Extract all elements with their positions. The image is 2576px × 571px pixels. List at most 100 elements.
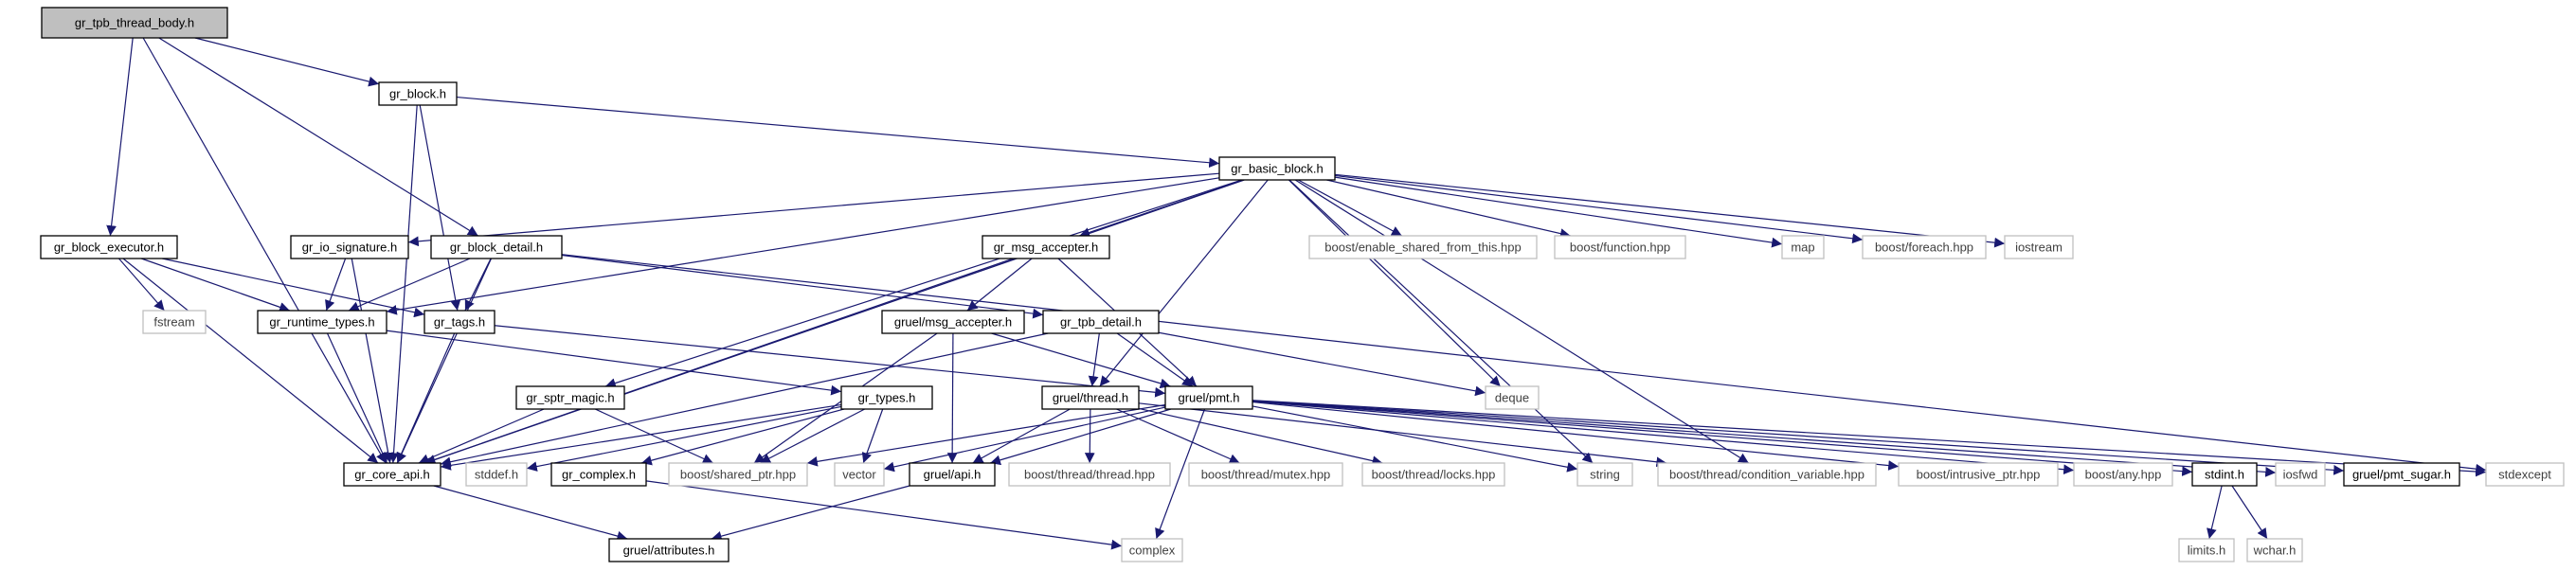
node-label: boost/intrusive_ptr.hpp [1917,468,2041,482]
dependency-edge [1252,401,2075,475]
header-file-node[interactable]: gr_complex.h [550,462,647,487]
node-label: gruel/api.h [924,468,982,482]
header-file-node[interactable]: gruel/pmt.h [1164,385,1253,410]
external-include-node: deque [1485,385,1540,410]
dependency-edge [1288,179,1502,387]
dependency-edge [1138,402,1667,468]
node-label: gr_basic_block.h [1231,162,1324,176]
node-box [1862,235,1987,259]
header-file-node[interactable]: gr_io_signature.h [290,235,409,259]
header-file-node[interactable]: gr_runtime_types.h [257,310,387,334]
node-box [2191,462,2258,487]
external-include-node: fstream [142,310,207,334]
node-box [1781,235,1825,259]
dependency-edge [194,37,380,87]
header-file-node[interactable]: gruel/msg_accepter.h [881,310,1025,334]
dependency-edge [162,258,425,318]
dependency-edge [1252,400,2487,477]
header-file-node[interactable]: gr_tpb_detail.h [1042,310,1160,334]
external-include-node: complex [1121,538,1183,562]
external-include-node: vector [834,462,885,487]
node-box [1164,385,1253,410]
header-file-node[interactable]: gr_block_executor.h [40,235,178,259]
header-file-node[interactable]: gr_sptr_magic.h [515,385,625,410]
node-box [2343,462,2460,487]
dependency-edge [1138,407,1383,466]
header-file-node[interactable]: gruel/pmt_sugar.h [2343,462,2460,487]
dependency-edge [1288,179,1594,464]
node-box [2246,538,2303,562]
node-box [343,462,441,487]
header-file-node[interactable]: gruel/api.h [909,462,996,487]
external-include-node: boost/any.hpp [2073,462,2173,487]
header-file-node[interactable]: gr_msg_accepter.h [982,235,1110,259]
node-label: boost/shared_ptr.hpp [680,468,796,482]
dependency-edge [440,403,842,471]
node-label: gr_sptr_magic.h [526,391,614,405]
node-label: gr_core_api.h [354,468,430,482]
dependency-edge [861,408,884,464]
external-include-node: boost/function.hpp [1554,235,1686,259]
external-include-node: boost/thread/mutex.hpp [1188,462,1343,487]
dependency-edge [1252,401,1900,471]
node-box [290,235,409,259]
dependency-edge [386,330,842,396]
external-include-node: stdexcept [2485,462,2565,487]
header-file-node[interactable]: gr_basic_block.h [1218,156,1336,181]
node-box [834,462,885,487]
dependency-edge [1088,332,1100,387]
node-box [2073,462,2173,487]
node-box [378,81,458,106]
dependency-edge [396,258,493,464]
dependency-edge [946,332,958,464]
node-label: iosfwd [2283,468,2318,482]
dependency-edge [972,408,1071,464]
header-file-node[interactable]: gruel/thread.h [1041,385,1140,410]
node-box [2004,235,2074,259]
header-file-node[interactable]: gr_tags.h [423,310,495,334]
node-label: gr_runtime_types.h [269,315,374,330]
external-include-node: wchar.h [2246,538,2303,562]
node-label: string [1590,468,1620,482]
dependency-edge [158,37,478,237]
node-box [1554,235,1686,259]
dependency-edge [1158,331,1486,397]
dependency-edge [1155,408,1206,540]
node-label: boost/function.hpp [1570,241,1670,255]
dependency-edge [388,104,418,464]
node-label: gr_complex.h [562,468,636,482]
dependency-edge [1252,400,2193,477]
dependency-edge [433,485,628,542]
node-label: gr_tpb_detail.h [1060,315,1142,330]
node-box [1041,385,1140,410]
dependency-edge [351,258,394,464]
dependency-edge [645,480,1123,550]
header-file-node[interactable]: gr_block_detail.h [430,235,563,259]
node-box [2275,462,2326,487]
dependency-edge [1252,405,1578,473]
node-box [430,235,563,259]
header-file-node[interactable]: gr_core_api.h [343,462,441,487]
dependency-edge [386,177,1220,315]
dependency-edge [604,179,1243,388]
dependency-edge [806,403,1166,467]
dependency-edge [640,408,845,466]
dependency-edge [118,258,165,312]
external-include-node: boost/foreach.hpp [1862,235,1987,259]
node-label: boost/thread/condition_variable.hpp [1669,468,1864,482]
node-box [881,310,1025,334]
header-file-node[interactable]: gr_types.h [840,385,933,410]
node-label: boost/any.hpp [2085,468,2162,482]
dependency-edge [456,96,1220,169]
header-file-node[interactable]: gruel/attributes.h [608,538,730,562]
header-file-node[interactable]: stdint.h [2191,462,2258,487]
dependency-edge [396,332,456,464]
dependency-edge [1334,173,2006,248]
header-file-node[interactable]: gr_block.h [378,81,458,106]
dependency-edge [140,258,291,312]
dependency-edge [1297,179,1403,237]
node-label: gruel/thread.h [1053,391,1128,405]
dependency-edge [1334,176,1783,248]
header-file-node[interactable]: gr_tpb_thread_body.h [41,7,228,39]
